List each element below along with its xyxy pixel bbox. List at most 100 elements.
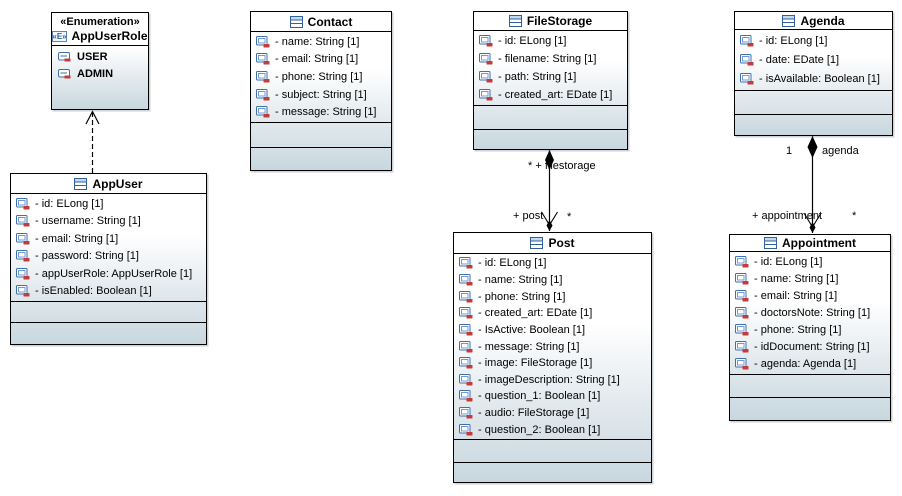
attribute-text: - email: String [1]	[35, 232, 119, 245]
class-box-contact[interactable]: Contact - name: String [1] - email: Stri…	[250, 11, 392, 171]
attributes-compartment[interactable]: - id: ELong [1] - username: String [1] -…	[11, 193, 206, 301]
attribute-row[interactable]: - email: String [1]	[253, 51, 389, 69]
class-header[interactable]: AppUser	[11, 174, 206, 193]
attribute-icon	[459, 423, 473, 436]
attribute-row[interactable]: - filename: String [1]	[476, 50, 625, 68]
attribute-row[interactable]: - id: ELong [1]	[476, 32, 625, 50]
association-end-label-agenda[interactable]: agenda	[822, 145, 859, 157]
small-diamond-appointment-end	[809, 222, 816, 233]
attribute-row[interactable]: - phone: String [1]	[732, 322, 888, 339]
attribute-row[interactable]: - question_1: Boolean [1]	[456, 388, 649, 405]
enum-literals-compartment[interactable]: USER ADMIN	[52, 45, 148, 109]
class-box-filestorage[interactable]: FileStorage - id: ELong [1] - filename: …	[473, 11, 628, 150]
attribute-text: - image: FileStorage [1]	[478, 357, 593, 370]
attribute-row[interactable]: - phone: String [1]	[253, 68, 389, 86]
attribute-row[interactable]: - date: EDate [1]	[737, 50, 890, 69]
attribute-icon	[479, 53, 493, 65]
attribute-text: - phone: String [1]	[754, 324, 842, 337]
class-name: FileStorage	[526, 14, 593, 28]
attribute-row[interactable]: - email: String [1]	[732, 287, 888, 304]
class-header[interactable]: Contact	[251, 12, 391, 31]
nested-compartment-empty[interactable]	[454, 462, 651, 482]
attribute-row[interactable]: - phone: String [1]	[456, 288, 649, 305]
class-header[interactable]: Agenda	[735, 12, 892, 29]
attribute-row[interactable]: - username: String [1]	[13, 213, 204, 231]
attribute-row[interactable]: - idDocument: String [1]	[732, 339, 888, 356]
association-multiplicity-appointment[interactable]: *	[852, 210, 857, 222]
operations-compartment-empty[interactable]	[454, 439, 651, 462]
attribute-row[interactable]: - subject: String [1]	[253, 86, 389, 104]
attribute-row[interactable]: - created_art: EDate [1]	[476, 86, 625, 104]
operations-compartment-empty[interactable]	[251, 122, 391, 147]
class-box-appointment[interactable]: Appointment - id: ELong [1] - name: Stri…	[729, 234, 891, 421]
enum-box-appuserrole[interactable]: «Enumeration» «E» AppUserRole USER	[51, 12, 149, 110]
attribute-text: - subject: String [1]	[275, 88, 367, 101]
class-header[interactable]: Post	[454, 233, 651, 253]
enumeration-icon: «E»	[52, 30, 68, 42]
operations-compartment-empty[interactable]	[730, 374, 890, 397]
association-end-label-post[interactable]: + post	[513, 210, 544, 222]
attributes-compartment[interactable]: - id: ELong [1] - date: EDate [1] - isAv…	[735, 29, 892, 90]
enum-literal-row[interactable]: USER	[52, 48, 148, 65]
attribute-row[interactable]: - imageDescription: String [1]	[456, 371, 649, 388]
attribute-row[interactable]: - password: String [1]	[13, 248, 204, 266]
attribute-icon	[479, 35, 493, 47]
association-multiplicity-post[interactable]: *	[567, 211, 572, 223]
attribute-text: - doctorsNote: String [1]	[754, 306, 871, 319]
attribute-row[interactable]: - doctorsNote: String [1]	[732, 304, 888, 321]
attributes-compartment[interactable]: - id: ELong [1] - filename: String [1] -…	[474, 30, 627, 105]
attribute-row[interactable]: - image: FileStorage [1]	[456, 355, 649, 372]
attribute-row[interactable]: - isAvailable: Boolean [1]	[737, 70, 890, 89]
attribute-text: - created_art: EDate [1]	[498, 89, 613, 101]
attribute-row[interactable]: - id: ELong [1]	[737, 31, 890, 50]
attribute-icon	[459, 407, 473, 419]
attribute-row[interactable]: - name: String [1]	[456, 272, 649, 289]
enum-header[interactable]: «Enumeration» «E» AppUserRole	[52, 13, 148, 45]
attribute-row[interactable]: - name: String [1]	[253, 33, 389, 51]
nested-compartment-empty[interactable]	[730, 397, 890, 420]
nested-compartment-empty[interactable]	[735, 114, 892, 135]
attribute-row[interactable]: - name: String [1]	[732, 270, 888, 287]
operations-compartment-empty[interactable]	[11, 301, 206, 322]
class-box-agenda[interactable]: Agenda - id: ELong [1] - date: EDate [1]	[734, 11, 893, 136]
attribute-row[interactable]: - message: String [1]	[456, 338, 649, 355]
nested-compartment-empty[interactable]	[474, 129, 627, 149]
attribute-row[interactable]: - appUserRole: AppUserRole [1]	[13, 265, 204, 283]
class-header[interactable]: FileStorage	[474, 12, 627, 30]
attribute-row[interactable]: - IsActive: Boolean [1]	[456, 322, 649, 339]
class-box-appuser[interactable]: AppUser - id: ELong [1] - username: Stri…	[10, 173, 207, 345]
attribute-row[interactable]: - audio: FileStorage [1]	[456, 405, 649, 422]
nested-compartment-empty[interactable]	[11, 322, 206, 344]
attributes-compartment[interactable]: - name: String [1] - email: String [1] -…	[251, 31, 391, 122]
association-end-label-filestorage[interactable]: * + filestorage	[528, 160, 596, 172]
attribute-row[interactable]: - path: String [1]	[476, 68, 625, 86]
association-multiplicity-agenda[interactable]: 1	[786, 145, 793, 157]
association-end-label-appointment[interactable]: + appointment	[752, 210, 823, 222]
attributes-compartment[interactable]: - id: ELong [1] - name: String [1] - pho…	[454, 253, 651, 439]
attribute-row[interactable]: - isEnabled: Boolean [1]	[13, 283, 204, 301]
operations-compartment-empty[interactable]	[474, 105, 627, 129]
attribute-row[interactable]: - id: ELong [1]	[13, 195, 204, 213]
attribute-row[interactable]: - message: String [1]	[253, 103, 389, 121]
attribute-text: - audio: FileStorage [1]	[478, 407, 590, 420]
attribute-icon	[740, 73, 754, 85]
class-icon	[764, 237, 777, 249]
attributes-compartment[interactable]: - id: ELong [1] - name: String [1] - ema…	[730, 251, 890, 374]
enum-literal-text: ADMIN	[77, 67, 114, 80]
nested-compartment-empty[interactable]	[251, 147, 391, 170]
operations-compartment-empty[interactable]	[735, 90, 892, 114]
class-icon	[782, 14, 796, 27]
enum-literal-row[interactable]: ADMIN	[52, 65, 148, 82]
attribute-text: - id: ELong [1]	[754, 255, 823, 268]
attribute-row[interactable]: - id: ELong [1]	[456, 255, 649, 272]
class-box-post[interactable]: Post - id: ELong [1] - name: String [1]	[453, 232, 652, 483]
attribute-row[interactable]: - agenda: Agenda [1]	[732, 356, 888, 373]
class-header[interactable]: Appointment	[730, 235, 890, 251]
attribute-text: - appUserRole: AppUserRole [1]	[35, 267, 193, 280]
dependency-appuser-to-appuserrole[interactable]	[85, 110, 100, 174]
attribute-row[interactable]: - question_2: Boolean [1]	[456, 421, 649, 438]
attribute-row[interactable]: - email: String [1]	[13, 230, 204, 248]
attribute-row[interactable]: - created_art: EDate [1]	[456, 305, 649, 322]
attribute-row[interactable]: - id: ELong [1]	[732, 253, 888, 270]
